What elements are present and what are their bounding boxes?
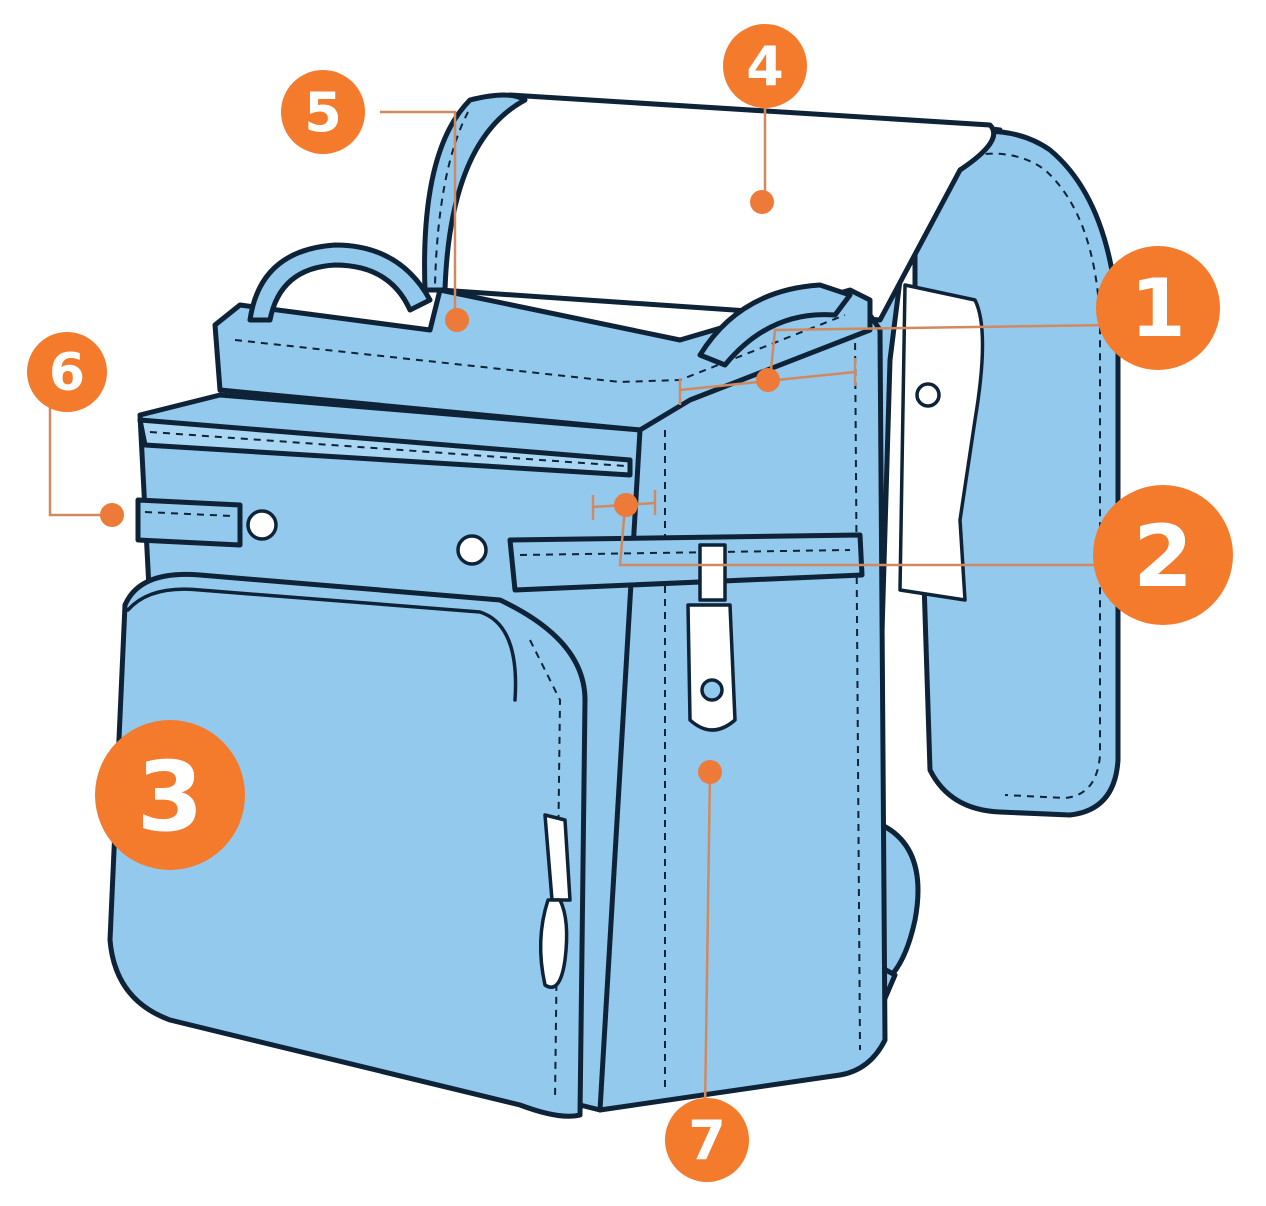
marker-dot-4 xyxy=(750,190,774,214)
callout-badge-6: 6 xyxy=(27,332,107,412)
top-lid xyxy=(422,92,997,323)
side-straps xyxy=(135,382,941,593)
marker-dot-5 xyxy=(445,308,469,332)
callout-badge-2: 2 xyxy=(1093,485,1233,625)
callout-label-4: 4 xyxy=(746,35,784,98)
marker-dot-7 xyxy=(698,760,722,784)
back-panel xyxy=(898,128,1121,818)
callout-badge-7: 7 xyxy=(665,1098,749,1182)
callout-badge-3: 3 xyxy=(95,720,245,870)
body-top-rim xyxy=(212,242,873,433)
callout-label-1: 1 xyxy=(1130,262,1186,355)
marker-dot-6 xyxy=(100,503,124,527)
callout-label-7: 7 xyxy=(688,1109,726,1172)
leader-lines xyxy=(48,100,1111,1111)
callout-label-3: 3 xyxy=(137,741,204,853)
callout-badge-1: 1 xyxy=(1096,246,1220,370)
main-zipper-pull xyxy=(686,543,737,732)
callout-label-6: 6 xyxy=(49,343,85,403)
callout-badge-5: 5 xyxy=(281,70,365,154)
callout-label-5: 5 xyxy=(304,81,342,144)
callout-badge-4: 4 xyxy=(723,24,807,108)
marker-dot-2 xyxy=(614,493,638,517)
front-pocket xyxy=(107,571,588,1119)
marker-dots xyxy=(100,190,780,784)
callout-label-2: 2 xyxy=(1133,507,1193,607)
marker-dot-1 xyxy=(756,368,780,392)
